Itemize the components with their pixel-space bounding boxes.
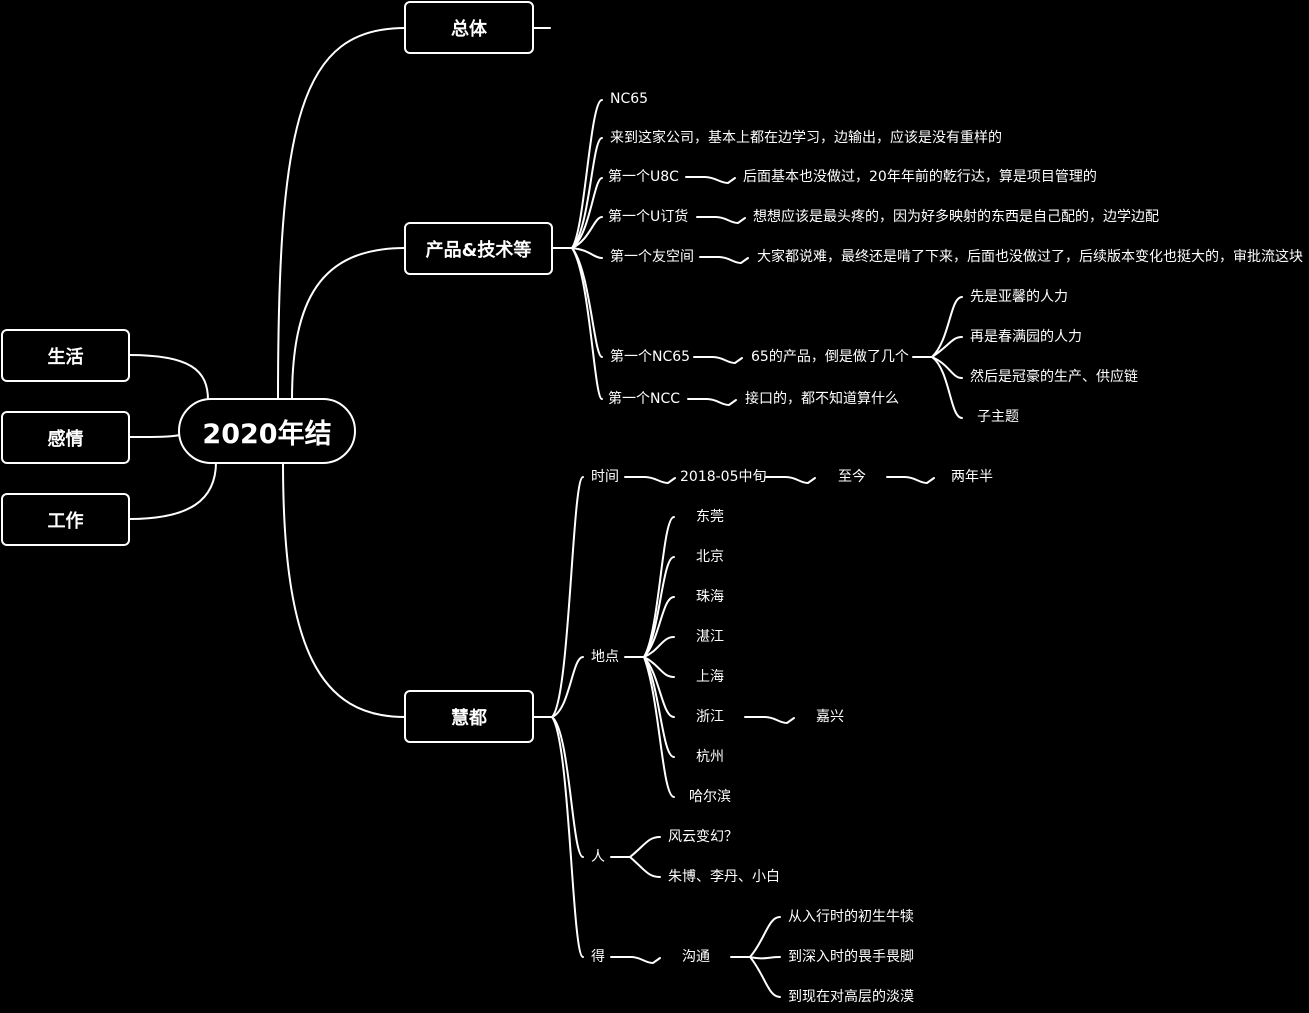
root-node[interactable]: 2020年结 [178,398,356,464]
node-huidu[interactable]: 慧都 [404,690,534,743]
topic-place-item[interactable]: 北京 [696,549,724,565]
topic-people[interactable]: 人 [591,849,605,865]
topic-nc65-item[interactable]: 先是亚馨的人力 [970,289,1068,305]
topic-uorder-note[interactable]: 想想应该是最头疼的，因为好多映射的东西是自己配的，边学边配 [753,209,1159,225]
node-emotion[interactable]: 感情 [1,411,130,464]
topic-communicate-item[interactable]: 从入行时的初生牛犊 [788,909,914,925]
link-root-work [128,461,217,520]
topic-nc65[interactable]: NC65 [610,91,649,107]
topic-people-item[interactable]: 朱博、李丹、小白 [668,869,780,885]
topic-intro[interactable]: 来到这家公司，基本上都在边学习，边输出，应该是没有重样的 [610,130,1002,146]
node-overall[interactable]: 总体 [404,1,534,54]
topic-ncc[interactable]: 第一个NCC [608,391,681,407]
topic-people-item[interactable]: 风云变幻？ [668,829,738,845]
topic-time-start[interactable]: 2018-05中旬 [680,469,767,485]
topic-place-item[interactable]: 珠海 [696,589,724,605]
node-product[interactable]: 产品&技术等 [404,222,553,275]
topic-place-item[interactable]: 杭州 [696,749,724,765]
topic-communicate-item[interactable]: 到现在对高层的淡漠 [788,989,914,1005]
topic-time-span[interactable]: 两年半 [951,469,993,485]
node-work[interactable]: 工作 [1,493,130,546]
link-root-huidu [282,461,406,718]
topic-first-nc65[interactable]: 第一个NC65 [610,349,691,365]
topic-place-item[interactable]: 哈尔滨 [689,789,731,805]
topic-place-item[interactable]: 东莞 [696,509,724,525]
topic-zhejiang-sub[interactable]: 嘉兴 [816,709,844,725]
topic-u8c[interactable]: 第一个U8C [608,169,679,185]
node-work-label: 工作 [47,510,84,532]
topic-communicate[interactable]: 沟通 [682,949,710,965]
topic-uorder[interactable]: 第一个U订货 [608,209,689,225]
topic-yonspace-note[interactable]: 大家都说难，最终还是啃了下来，后面也没做过了，后续版本变化也挺大的，审批流这块 [757,249,1303,265]
link-root-emotion [128,434,181,438]
topic-place[interactable]: 地点 [591,649,619,665]
node-product-label: 产品&技术等 [425,239,532,261]
topic-gain[interactable]: 得 [591,949,605,965]
topic-ncc-note[interactable]: 接口的，都不知道算什么 [745,391,899,407]
topic-place-item[interactable]: 浙江 [696,709,724,725]
topic-communicate-item[interactable]: 到深入时的畏手畏脚 [788,949,914,965]
topic-nc65-item[interactable]: 然后是冠豪的生产、供应链 [970,369,1138,385]
topic-u8c-note[interactable]: 后面基本也没做过，20年年前的乾行达，算是项目管理的 [743,169,1097,185]
node-emotion-label: 感情 [47,428,84,450]
node-overall-label: 总体 [451,18,487,40]
link-root-product [291,247,406,401]
node-life[interactable]: 生活 [1,329,130,382]
link-root-overall [277,27,406,401]
root-label: 2020年结 [202,418,332,450]
topic-nc65-item[interactable]: 再是春满园的人力 [970,329,1082,345]
topic-place-item[interactable]: 上海 [696,669,724,685]
topic-place-item[interactable]: 湛江 [696,629,724,645]
node-huidu-label: 慧都 [451,707,487,729]
topic-first-nc65-note[interactable]: 65的产品，倒是做了几个 [751,349,909,365]
node-life-label: 生活 [47,346,84,368]
link-root-life [128,354,209,401]
topic-time[interactable]: 时间 [591,469,619,485]
topic-yonspace[interactable]: 第一个友空间 [610,249,694,265]
topic-nc65-item[interactable]: 子主题 [977,409,1019,425]
topic-time-now[interactable]: 至今 [838,469,866,485]
